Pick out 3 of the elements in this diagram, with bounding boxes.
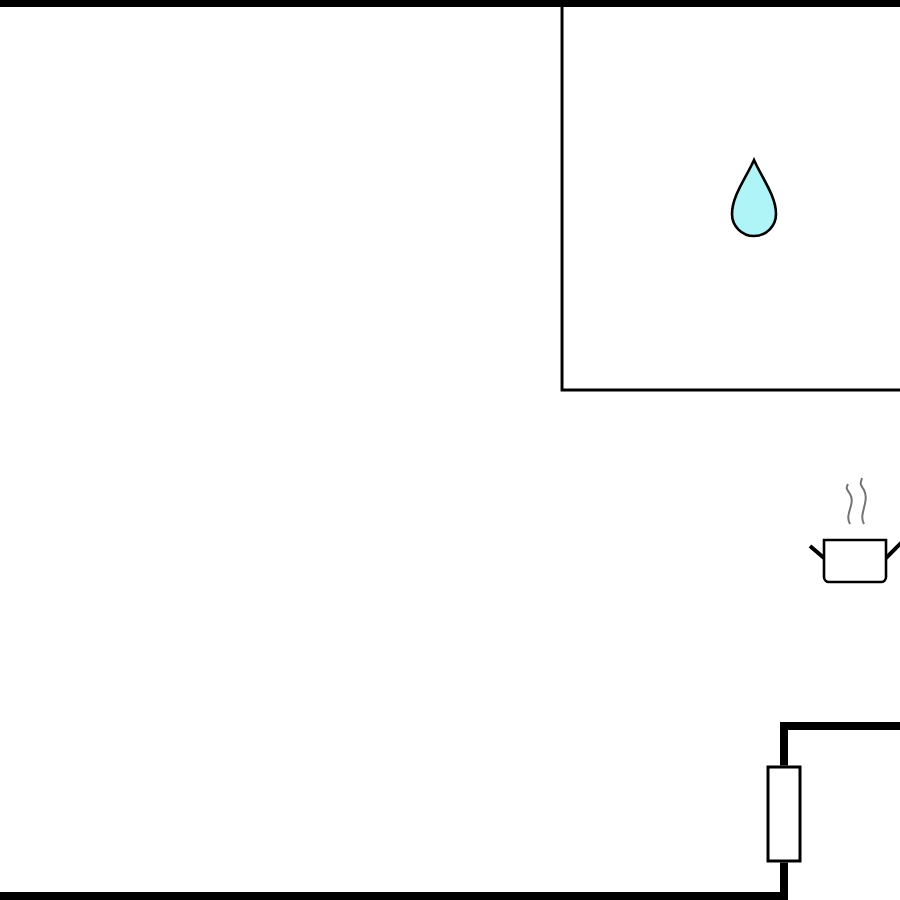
resistor-symbol	[766, 765, 802, 863]
wire	[780, 722, 900, 766]
wire	[0, 862, 788, 900]
